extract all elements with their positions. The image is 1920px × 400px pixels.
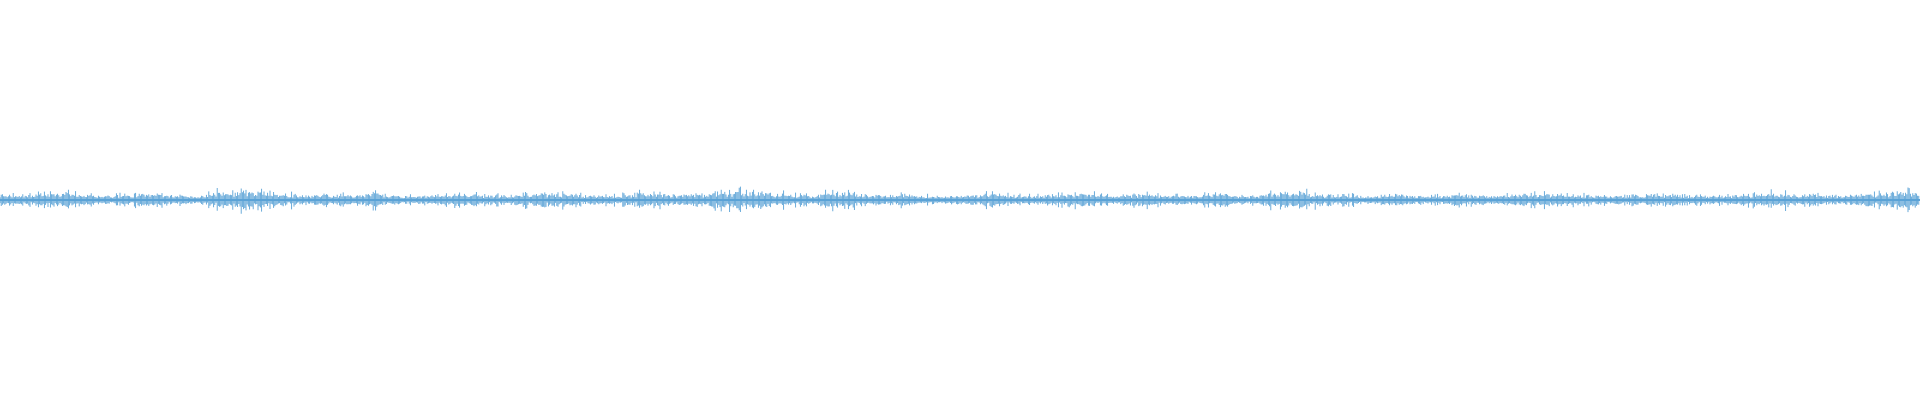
waveform-strokes: [0, 186, 1920, 214]
